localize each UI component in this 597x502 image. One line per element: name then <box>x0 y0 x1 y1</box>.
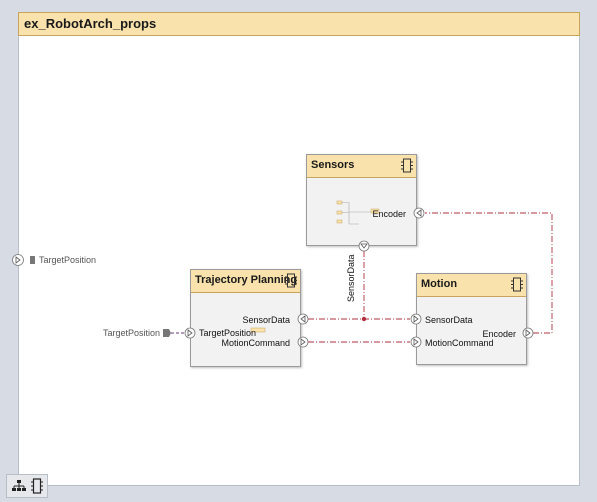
inner-targetposition-port[interactable] <box>163 329 171 337</box>
sensordata-connector-label: SensorData <box>346 254 356 302</box>
sensors-encoder-port[interactable] <box>413 207 425 219</box>
sensordata-junction <box>361 316 367 322</box>
trajectory-motioncommand-port[interactable] <box>297 336 309 348</box>
sensors-title: Sensors <box>311 159 355 171</box>
component-icon <box>401 158 413 173</box>
component-icon <box>511 277 523 292</box>
motion-title: Motion <box>421 278 458 290</box>
sensors-header: Sensors <box>307 155 416 178</box>
trajectory-targetposition-label: TargetPosition <box>199 328 257 338</box>
motion-sensordata-label: SensorData <box>425 315 473 325</box>
view-toolbar <box>6 474 48 498</box>
motion-header: Motion <box>417 274 526 297</box>
motion-sensordata-port[interactable] <box>410 313 422 325</box>
trajectory-planning-title: Trajectory Planning <box>195 274 298 286</box>
motion-component[interactable]: Motion SensorData Encoder MotionCommand <box>416 273 527 365</box>
sensors-encoder-label: Encoder <box>372 209 406 219</box>
component-icon <box>285 273 297 288</box>
external-targetposition-port[interactable] <box>12 254 36 266</box>
motion-motioncommand-port[interactable] <box>410 336 422 348</box>
trajectory-targetposition-port[interactable] <box>184 327 196 339</box>
trajectory-motioncommand-label: MotionCommand <box>221 338 290 348</box>
sensors-thumbnail-icon <box>336 200 380 225</box>
model-title: ex_RobotArch_props <box>24 16 157 31</box>
external-targetposition-label: TargetPosition <box>39 255 97 265</box>
trajectory-sensordata-label: SensorData <box>242 315 290 325</box>
motion-encoder-label: Encoder <box>482 329 516 339</box>
model-title-bar: ex_RobotArch_props <box>18 12 580 36</box>
component-view-icon[interactable] <box>31 478 43 494</box>
motion-encoder-port[interactable] <box>522 327 534 339</box>
motion-motioncommand-label: MotionCommand <box>425 338 494 348</box>
architecture-canvas[interactable] <box>18 12 580 486</box>
trajectory-thumbnail-icon <box>250 327 266 333</box>
trajectory-planning-component[interactable]: Trajectory Planning SensorData TargetPos… <box>190 269 301 367</box>
hierarchy-icon[interactable] <box>11 479 27 494</box>
sensors-component[interactable]: Sensors Encoder <box>306 154 417 246</box>
inner-targetposition-label: TargetPosition <box>103 328 161 338</box>
encoder-connector[interactable] <box>425 212 553 334</box>
sensors-sensordata-port[interactable] <box>358 240 370 252</box>
trajectory-sensordata-port[interactable] <box>297 313 309 325</box>
trajectory-planning-header: Trajectory Planning <box>191 270 300 293</box>
